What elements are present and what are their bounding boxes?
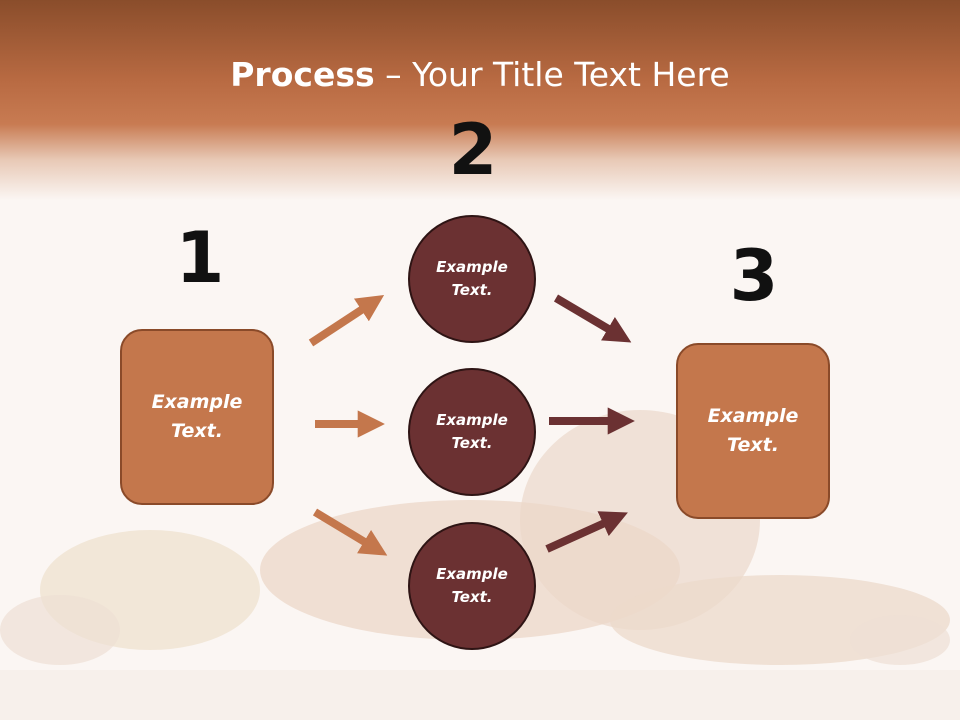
step-number-3: 3 <box>729 235 779 317</box>
arrow-1-to-top <box>308 295 385 347</box>
title-bold: Process <box>230 55 375 94</box>
circle-top-line2: Text. <box>451 281 493 299</box>
arrow-top-to-3 <box>553 294 632 343</box>
header-band <box>0 0 960 200</box>
circle-top: Example Text. <box>408 215 536 343</box>
step-box-1: Example Text. <box>120 329 274 505</box>
circle-middle-line1: Example <box>436 411 508 429</box>
circle-top-line1: Example <box>436 258 508 276</box>
circle-bottom-line1: Example <box>436 565 508 583</box>
circle-middle: Example Text. <box>408 368 536 496</box>
step-box-3-line2: Text. <box>727 434 779 456</box>
slide-title: Process – Your Title Text Here <box>0 52 960 98</box>
step-box-1-line1: Example <box>151 391 243 413</box>
circle-bottom-line2: Text. <box>451 588 493 606</box>
arrow-1-to-bottom <box>312 508 388 556</box>
step-number-1: 1 <box>175 217 225 299</box>
circle-middle-line2: Text. <box>451 434 493 452</box>
step-number-2: 2 <box>448 109 498 191</box>
title-rest: – Your Title Text Here <box>374 55 730 94</box>
step-box-3: Example Text. <box>676 343 830 519</box>
step-box-1-line2: Text. <box>171 420 223 442</box>
step-box-3-line1: Example <box>707 405 799 427</box>
arrow-bottom-to-3 <box>545 511 628 553</box>
circle-bottom: Example Text. <box>408 522 536 650</box>
